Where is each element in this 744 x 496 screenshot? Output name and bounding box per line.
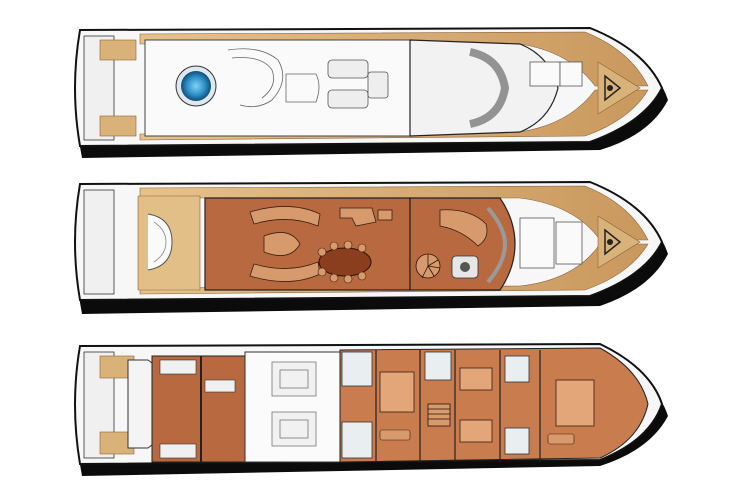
main-deck-view (74, 180, 668, 314)
stair-icon (415, 253, 441, 279)
lower-deck-view (74, 342, 668, 476)
cabin-walls (375, 350, 541, 462)
sun-pad-icon (227, 48, 320, 108)
anchor-winch-icon (604, 228, 622, 256)
sun-deck-hardtop (409, 39, 559, 137)
bathroom (341, 351, 530, 459)
helm-console (451, 255, 479, 279)
galley-counter (339, 207, 393, 227)
sun-deck-stern-steps-2 (99, 115, 137, 137)
sun-deck-windscreen (469, 48, 510, 128)
sofa-icon (249, 206, 321, 282)
sun-deck-stern-steps (99, 39, 137, 61)
bed-icon (379, 367, 595, 443)
anchor-winch-icon (604, 74, 622, 102)
crew-divider (200, 356, 202, 462)
jacuzzi-icon (175, 65, 217, 107)
main-foredeck-sunpad-1 (519, 217, 555, 269)
sofa-icon (439, 209, 488, 247)
engine-block-icon (271, 361, 317, 447)
sofa-icon (327, 59, 389, 109)
guest-area-floor (339, 347, 649, 463)
main-deck-swim-platform (83, 189, 115, 295)
sofa-icon (147, 213, 173, 271)
dining-table-icon (317, 240, 372, 284)
foredeck-sunpad-1 (529, 61, 561, 87)
wheelhouse-windscreen (486, 206, 508, 284)
sofa-icon (379, 429, 575, 445)
sun-deck-view (74, 26, 668, 158)
stair-icon (427, 403, 451, 427)
bed-icon (159, 359, 236, 459)
foredeck-sunpad-2 (559, 61, 583, 87)
main-foredeck-sunpad-2 (555, 221, 583, 265)
